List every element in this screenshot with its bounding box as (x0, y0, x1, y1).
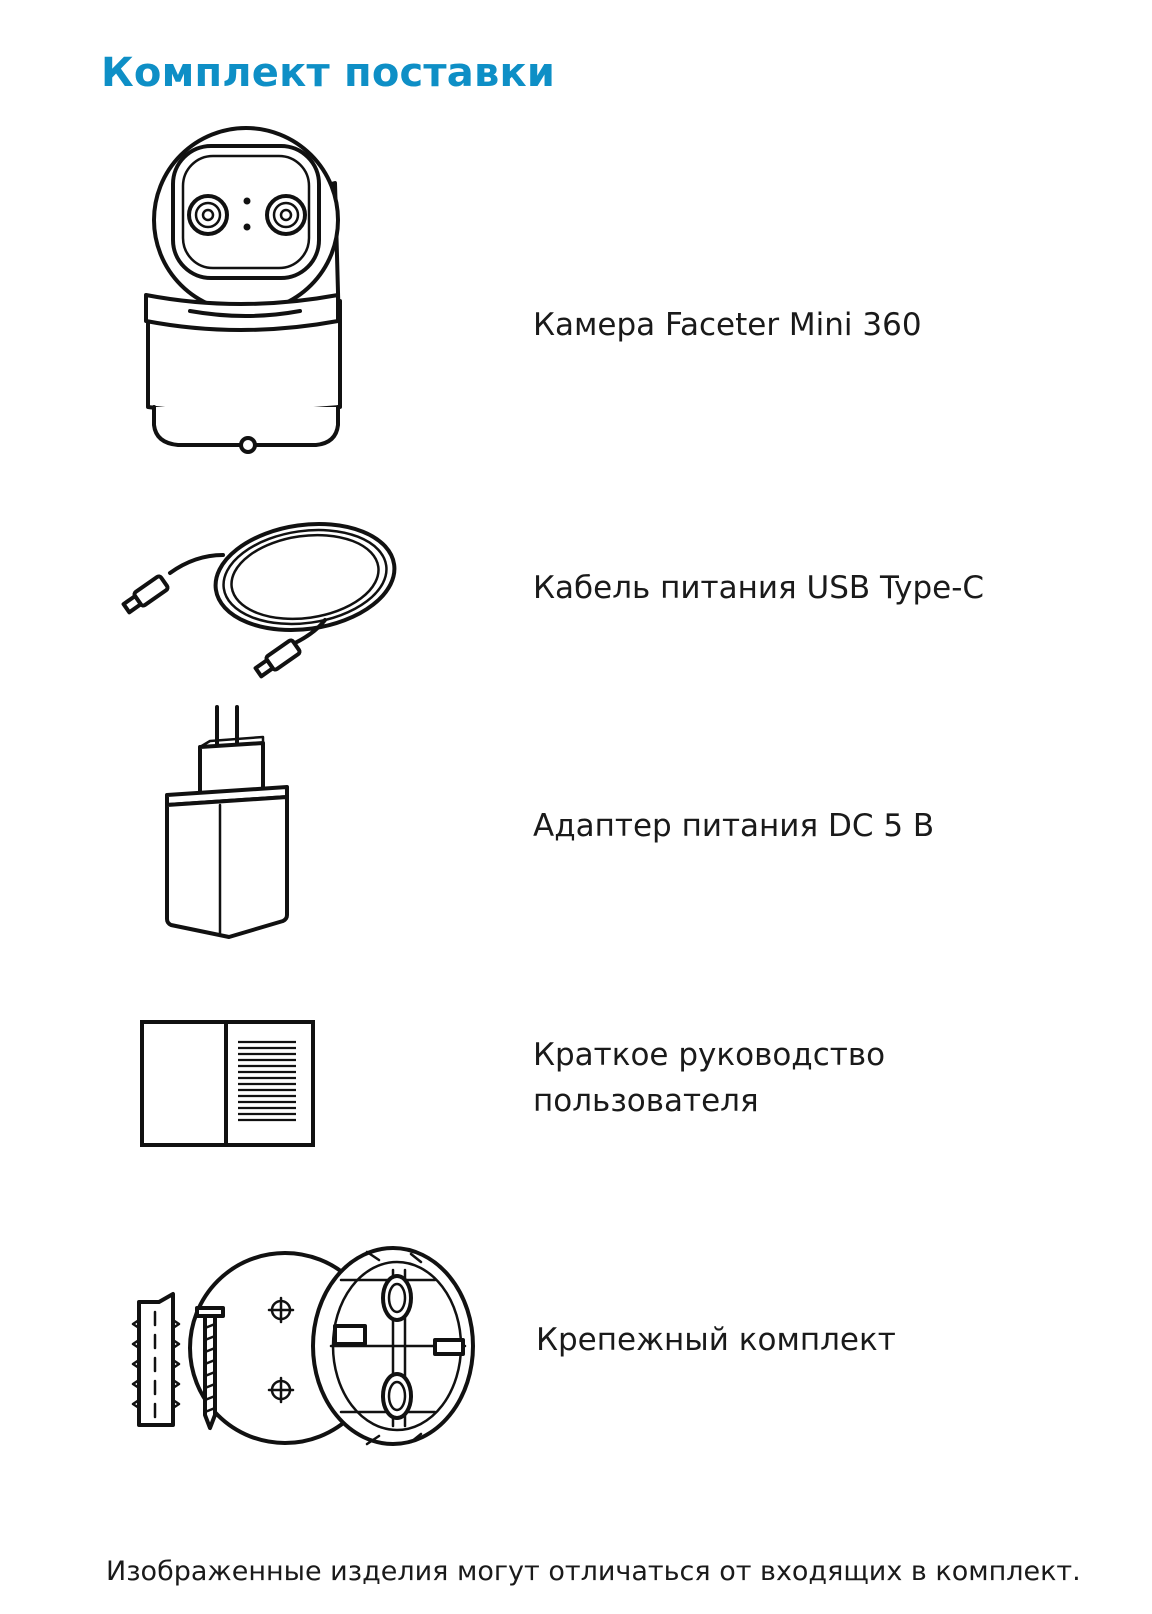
item-label-camera: Камера Faceter Mini 360 (533, 307, 922, 343)
mounting-kit-icon (131, 1246, 480, 1455)
item-label-mounting: Крепежный комплект (536, 1322, 896, 1358)
usb-cable-icon (115, 515, 397, 695)
item-label-manual-line1: Краткое руководство (533, 1037, 886, 1073)
item-label-cable: Кабель питания USB Type-C (533, 570, 985, 606)
footnote: Изображенные изделия могут отличаться от… (106, 1556, 1081, 1587)
camera-icon (140, 125, 355, 465)
item-label-manual-line2: пользователя (533, 1083, 759, 1119)
page-title: Комплект поставки (101, 50, 556, 96)
manual-icon (140, 1020, 315, 1147)
power-adapter-icon (165, 705, 315, 940)
item-label-adapter: Адаптер питания DC 5 В (533, 808, 935, 844)
